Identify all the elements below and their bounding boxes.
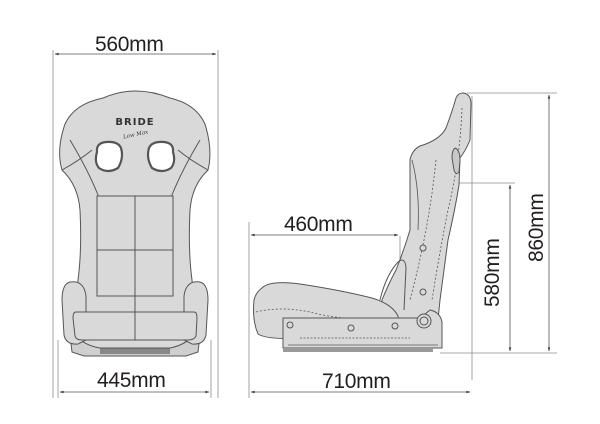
- overall-depth-label: 710mm: [322, 370, 391, 393]
- backrest-height-label: 580mm: [481, 238, 504, 307]
- brand-logo: BRIDE: [115, 117, 154, 128]
- front-dimension-lines: [52, 50, 219, 398]
- base-width-label: 445mm: [97, 369, 166, 392]
- overall-width-label: 560mm: [95, 33, 164, 56]
- seat-depth-label: 460mm: [284, 213, 353, 236]
- front-view-seat: [59, 90, 211, 357]
- side-view-seat: [253, 92, 472, 352]
- overall-height-label: 860mm: [525, 193, 548, 262]
- brand-sub-logo: Low Max: [122, 129, 150, 141]
- side-dimension-lines: [248, 92, 557, 398]
